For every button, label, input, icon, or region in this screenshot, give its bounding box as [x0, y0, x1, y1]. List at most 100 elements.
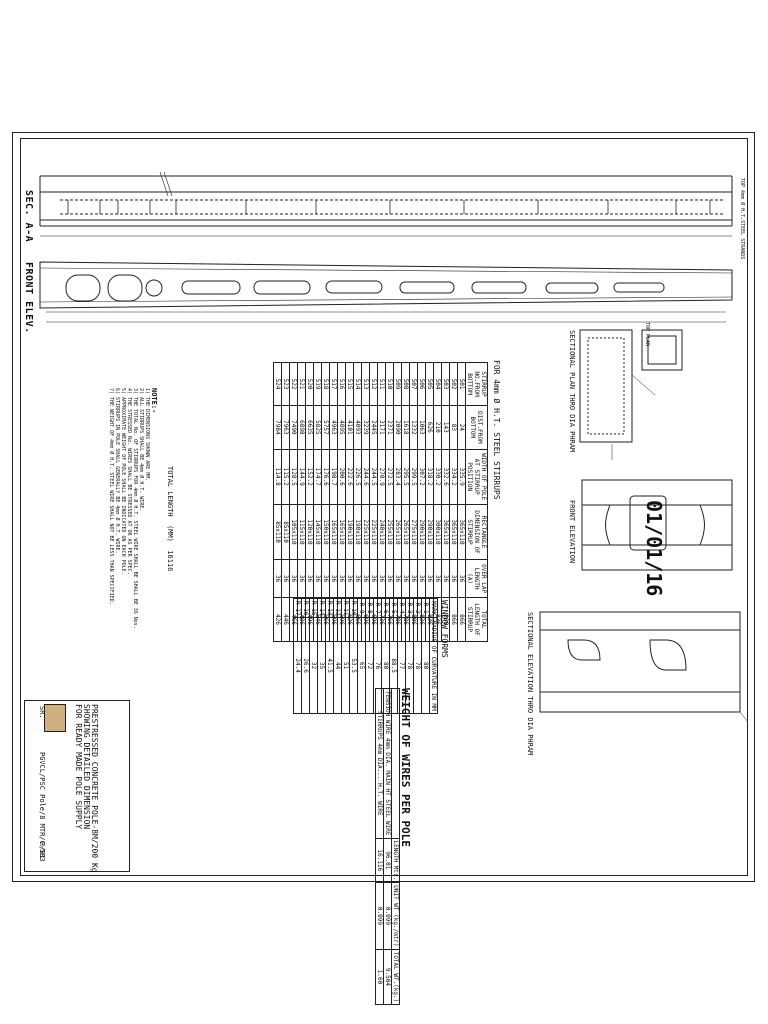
weights-body: TENSION WIRE 4mm DIA. MAIN HT STEEL WIRE… [375, 688, 392, 1005]
stirrups-cell: 524 [273, 362, 282, 406]
stirrups-cell: 240x110 [377, 504, 386, 560]
stirrups-cell: 36 [305, 559, 314, 598]
drawing-frame [20, 138, 748, 876]
stirrups-cell: 255x110 [385, 504, 394, 560]
window-forms-cell: 32 [309, 617, 318, 714]
window-forms-cell: 65 [357, 617, 366, 714]
stirrups-cell: 335.9 [457, 449, 466, 505]
logo [44, 704, 66, 732]
window-forms-cell: R 9 [357, 598, 366, 618]
stirrups-cell: 1063 [417, 405, 426, 450]
stirrups-cell: 446 [281, 597, 290, 642]
stirrups-cell: 521 [297, 362, 306, 406]
weights-header: TOTAL WT.(kg.) [391, 949, 400, 1005]
window-forms-cell: R 1 [421, 598, 430, 618]
stirrups-cell: 244.5 [369, 449, 378, 505]
stirrups-cell: 7963 [281, 405, 290, 450]
sheet-label: SR. [38, 706, 46, 719]
stirrups-cell: 36 [337, 559, 346, 598]
stirrups-header: DIST.FROM BOTTOM [465, 405, 488, 450]
window-forms-cell: 53.5 [349, 617, 358, 714]
stirrups-cell: 507 [409, 362, 418, 406]
stirrups-cell: 365x110 [457, 504, 466, 560]
stirrups-cell: 36 [449, 559, 458, 598]
stirrups-cell: 36 [425, 559, 434, 598]
stirrups-cell: 165x110 [337, 504, 346, 560]
front-elevation-label: FRONT ELEVATION [568, 500, 576, 564]
stirrups-header-row: STIRRUP NO.FROM BOTTOM DIST.FROM BOTTOM … [465, 362, 488, 642]
stirrups-cell: 2090 [393, 405, 402, 450]
title-block [24, 700, 130, 872]
stirrups-cell: 36 [401, 559, 410, 598]
stirrups-cell: 505 [425, 362, 434, 406]
page-border [12, 132, 755, 882]
window-forms-cell: R 13 [325, 598, 334, 618]
stirrups-cell: 7490 [289, 405, 298, 450]
weights-row: TENSION WIRE 4mm DIA. MAIN HT STEEL WIRE… [383, 688, 392, 1005]
note-item: 5) APPROXIMATE WEIGHT OF POLE SHALL BE I… [120, 388, 126, 575]
stirrups-cell: 165x110 [329, 504, 338, 560]
stirrups-cell: 144.9 [297, 449, 306, 505]
stirrups-cell: 210 [433, 405, 442, 450]
stirrups-cell: 85x110 [273, 504, 282, 560]
stirrups-cell: 128.5 [289, 449, 298, 505]
stirrups-cell: 105x110 [289, 504, 298, 560]
window-forms-cell: R 12 [333, 598, 342, 618]
stirrups-cell: 4093 [353, 405, 362, 450]
stirrups-cell: 36 [273, 559, 282, 598]
weights-cell: 0.099 [375, 882, 384, 950]
stirrups-cell: 265x110 [393, 504, 402, 560]
section-aa-label: SEC. A-A [23, 190, 34, 243]
stirrups-cell: 307.2 [417, 449, 426, 505]
stirrups-cell: 515 [345, 362, 354, 406]
stirrups-cell: 36 [441, 559, 450, 598]
stirrups-header: TOTAL LENGTH OF STIRRUP [465, 597, 488, 642]
stirrups-cell: 318.2 [425, 449, 434, 505]
note-item: 7) THE WEIGHT OF 4mm Ø H.T. STEEL WIRE S… [108, 388, 114, 605]
stirrups-cell: 200.6 [337, 449, 346, 505]
stirrups-cell: 36 [345, 559, 354, 598]
window-forms-cell: 78 [413, 617, 422, 714]
stirrups-cell: 225x110 [369, 504, 378, 560]
stirrups-cell: 503 [441, 362, 450, 406]
weights-cell: 1.60 [375, 949, 384, 1005]
stirrups-cell: 502 [449, 362, 458, 406]
strands-label: TOP 4mm Ø H.T.STEEL STRANDS [739, 178, 745, 260]
window-forms-cell: R 17 [293, 598, 302, 618]
window-forms-cell: R 16 [301, 598, 310, 618]
stirrups-cell: 272.5 [385, 449, 394, 505]
stirrups-cell: 509 [393, 362, 402, 406]
stirrups-cell: 365x110 [441, 504, 450, 560]
stirrups-cell: 24 [457, 405, 466, 450]
window-forms-cell: 41.5 [325, 617, 334, 714]
stirrups-cell: 520 [305, 362, 314, 406]
stirrups-cell: 508 [401, 362, 410, 406]
stirrups-cell: 334.2 [449, 449, 458, 505]
stirrups-cell: 115.2 [281, 449, 290, 505]
stirrups-cell: 36 [377, 559, 386, 598]
stirrups-cell: 270.9 [377, 449, 386, 505]
stirrups-cell: 36 [297, 559, 306, 598]
stirrups-cell: 365x110 [449, 504, 458, 560]
stirrups-cell: 512 [369, 362, 378, 406]
stirrups-cell: 1332 [409, 405, 418, 450]
stirrups-cell: 523 [281, 362, 290, 406]
sectional-plan-label: SECTIONAL PLAN THRO DIA PHRAM [568, 330, 576, 453]
weights-cell: 16.116 [375, 838, 384, 883]
note-item: 2) ALL STIRRUPS SHALL BE 4mm Ø H.T. WIRE… [138, 388, 144, 512]
stirrups-cell: 85x110 [281, 504, 290, 560]
revision: R/01 [38, 842, 46, 859]
stirrups-cell: 4101 [345, 405, 354, 450]
stirrups-cell: 275x110 [409, 504, 418, 560]
